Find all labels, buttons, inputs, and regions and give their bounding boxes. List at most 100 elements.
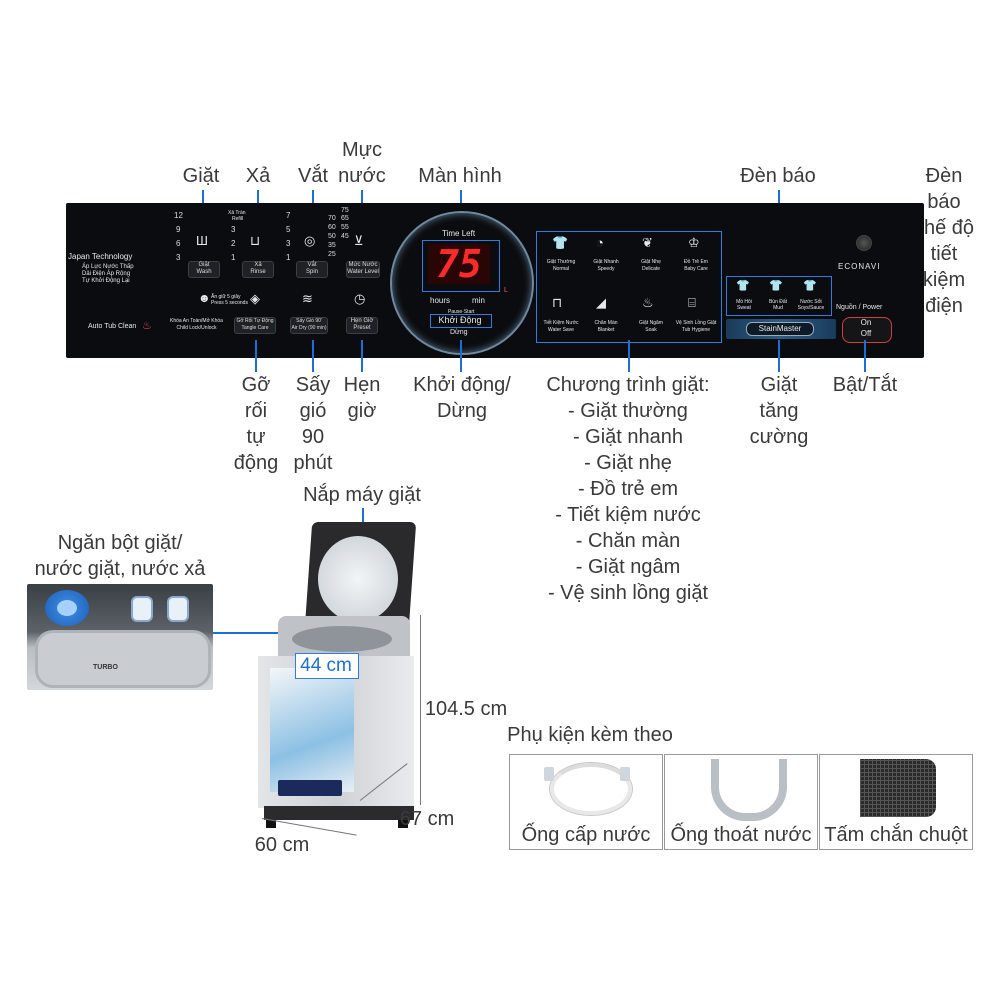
mud-icon: 👕 — [769, 280, 783, 292]
program-normal[interactable]: Giặt Thường Normal — [546, 259, 576, 272]
press-5-seconds: Ấn giữ 5 giây Press 5 seconds — [211, 294, 248, 306]
stain-indicators-highlight — [726, 276, 832, 316]
program-soak-icon: ♨ — [642, 295, 654, 310]
program-item: - Giặt nhanh — [572, 426, 684, 448]
width-dimension: 60 cm — [254, 834, 310, 856]
accessory-caption: Ống cấp nước — [521, 824, 651, 846]
program-delicate[interactable]: Giặt Nhẹ Delicate — [641, 259, 661, 272]
timer-icon: ◷ — [354, 291, 366, 306]
label-water-level: Mực nước — [338, 139, 386, 187]
program-water-save-icon: ⊓ — [552, 295, 563, 310]
label-accessories: Phụ kiện kèm theo — [507, 724, 673, 746]
program-tub-hygiene-icon: ⌸ — [688, 295, 696, 310]
program-item: - Đồ trẻ em — [577, 478, 679, 500]
timer-button[interactable]: Hẹn Giờ Preset — [346, 317, 378, 334]
program-blanket[interactable]: Chăn Màn Blanket — [594, 320, 618, 333]
label-wash: Giặt — [182, 165, 220, 187]
label-screen: Màn hình — [418, 165, 502, 187]
child-lock-icon: ☻ — [198, 291, 211, 305]
japan-sub2: Dải Điện Áp Rộng — [82, 271, 131, 277]
hours-label: hours — [430, 296, 451, 305]
air-dry-icon: ≋ — [302, 291, 313, 306]
start-stop-button[interactable]: Khởi Động — [438, 315, 482, 325]
air-dry-button[interactable]: Sấy Gió 90' Air Dry (90 min) — [290, 317, 328, 334]
sauce-icon: 👕 — [803, 280, 817, 292]
program-soak[interactable]: Giặt Ngâm Soak — [639, 320, 663, 333]
japan-sub3: Tự Khởi Động Lại — [82, 278, 130, 284]
min-label: min — [472, 296, 485, 305]
stainmaster-button[interactable]: StainMaster — [746, 322, 814, 336]
label-lid: Nắp máy giặt — [303, 484, 421, 506]
program-speedy-icon: ◔ — [596, 235, 604, 250]
power-button[interactable] — [842, 317, 892, 343]
power-on: On — [860, 318, 872, 327]
height-dimension: 104.5 cm — [424, 698, 508, 720]
led-display — [428, 244, 490, 284]
power-label: Nguồn / Power — [836, 304, 883, 311]
label-detergent: Ngăn bột giặt/ nước giặt, nước xả — [34, 532, 206, 580]
program-baby-care[interactable]: Đồ Trẻ Em Baby Care — [684, 259, 708, 272]
tangle-icon: ◈ — [250, 291, 260, 306]
wash-icon: Ш — [196, 233, 208, 248]
power-off: Off — [860, 329, 872, 338]
pause-start-label: Pause·Start — [448, 309, 475, 315]
label-tangle: Gỡ rối tự động — [233, 374, 279, 474]
program-normal-icon: 👕 — [552, 235, 569, 250]
depth-dimension: 67 cm — [399, 808, 455, 830]
label-power: Bật/Tắt — [832, 374, 898, 396]
label-timer: Hẹn giờ — [343, 374, 381, 422]
program-blanket-icon: ◢ — [596, 295, 606, 310]
japan-sub1: Áp Lực Nước Thấp — [82, 264, 134, 270]
accessory-inlet-hose: Ống cấp nước — [509, 754, 663, 850]
litre-unit: L — [504, 287, 508, 294]
program-tub-hygiene[interactable]: Vệ Sinh Lồng Giặt Tub Hygiene — [675, 320, 717, 333]
opening-dimension: 44 cm — [300, 655, 352, 676]
water-level-button[interactable]: Mức Nước Water Level — [346, 261, 380, 278]
program-item: - Giặt ngâm — [575, 556, 681, 578]
stain-sweat: Mồ Hôi Sweat — [736, 299, 752, 311]
program-water-save[interactable]: Tiết Kiệm Nước Water Save — [543, 320, 579, 333]
water-level-icon: ⊻ — [354, 233, 364, 248]
control-panel: Japan Technology Áp Lực Nước Thấp Dải Đi… — [66, 203, 924, 358]
washer-image — [258, 520, 418, 840]
auto-tub-clean: Auto Tub Clean — [88, 323, 137, 330]
program-item: - Giặt nhẹ — [584, 452, 672, 474]
accessory-caption: Ống thoát nước — [670, 824, 812, 846]
mouse-guard-image — [860, 759, 936, 817]
start-highlight — [430, 314, 492, 328]
opening-dim-box — [295, 653, 359, 679]
program-item: - Giặt thường — [568, 400, 688, 422]
program-delicate-icon: ❦ — [642, 235, 653, 250]
label-stainmaster: Giặt tăng cường — [749, 374, 809, 448]
label-airdry: Sấy gió 90 phút — [293, 374, 333, 474]
label-spin: Vắt — [297, 165, 329, 187]
inlet-hose-image — [550, 763, 632, 815]
wash-button[interactable]: Giặt Wash — [188, 261, 220, 278]
japan-technology: Japan Technology — [68, 252, 133, 261]
turbo-label: TURBO — [93, 664, 118, 671]
accessory-caption: Tấm chắn chuột — [824, 824, 968, 846]
label-start-stop: Khởi động/ Dừng — [413, 374, 511, 422]
label-rinse: Xả — [245, 165, 271, 187]
drain-hose-image — [711, 759, 787, 821]
display-ring — [390, 211, 534, 355]
tangle-care-button[interactable]: Gỡ Rối Tự Động Tangle Care — [234, 317, 276, 334]
rinse-button[interactable]: Xả Rinse — [242, 261, 274, 278]
stain-sauce: Nước Sốt Soys/Sauce — [797, 299, 825, 311]
sweat-icon: 👕 — [736, 280, 750, 292]
program-baby-care-icon: ♔ — [688, 235, 700, 250]
accessory-drain-hose: Ống thoát nước — [664, 754, 818, 850]
program-item: - Vệ sinh lồng giặt — [547, 582, 709, 604]
label-programs-title: Chương trình giặt: — [546, 374, 710, 396]
time-left-label: Time Left — [442, 229, 476, 238]
program-item: - Chăn màn — [575, 530, 681, 552]
child-lock-label: Khóa An Toàn/Mở Khóa Child Lock/Unlock — [170, 318, 223, 331]
stop-label: Dừng — [450, 329, 468, 336]
accessory-mouse-guard: Tấm chắn chuột — [819, 754, 973, 850]
spin-icon: ◎ — [304, 233, 316, 248]
auto-tub-icon: ♨ — [142, 320, 152, 332]
econavi-light — [856, 235, 872, 251]
program-speedy[interactable]: Giặt Nhanh Speedy — [593, 259, 619, 272]
label-indicator: Đèn báo — [740, 165, 816, 187]
spin-button[interactable]: Vắt Spin — [296, 261, 328, 278]
